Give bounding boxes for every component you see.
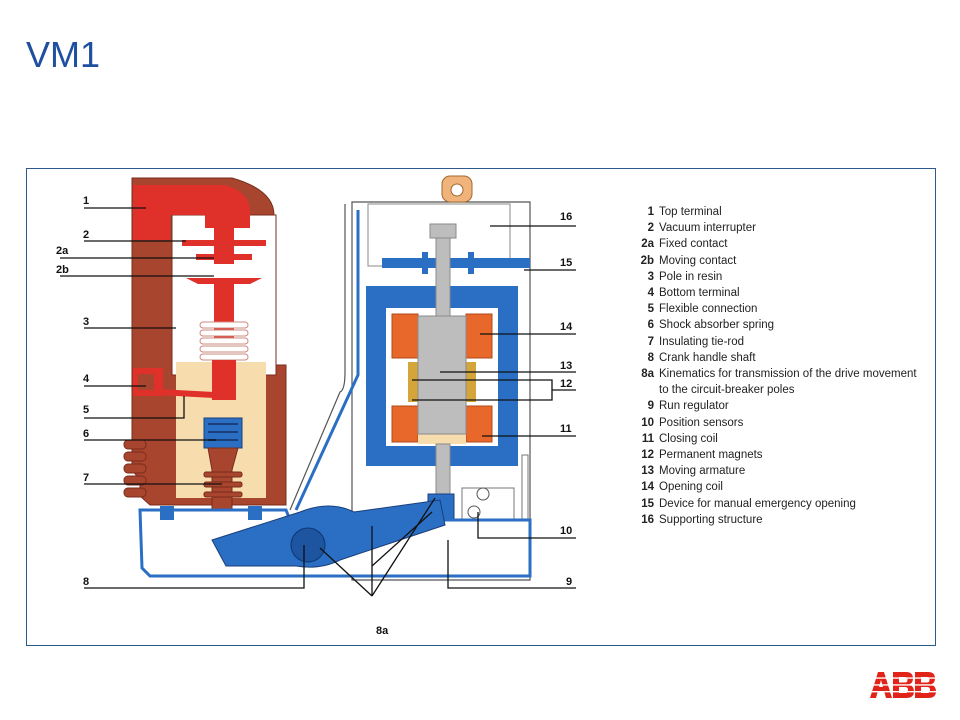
callout-10: 10: [560, 525, 572, 537]
pole-assembly: [123, 177, 287, 561]
callout-8a: 8a: [376, 625, 389, 637]
resin-ribs: [123, 439, 147, 498]
callout-16: 16: [560, 211, 572, 223]
callout-13: 13: [560, 360, 572, 372]
callout-9: 9: [566, 576, 572, 588]
callout-4: 4: [83, 373, 90, 385]
sensor-roller-1: [476, 487, 490, 501]
opening-coil: [391, 313, 493, 359]
closing-coil: [391, 405, 493, 443]
shaft-cap: [429, 223, 457, 239]
structure-blue-edge: [294, 210, 360, 511]
callout-7: 7: [83, 472, 89, 484]
actuator-shaft-lower: [435, 443, 451, 495]
crank-handle-shaft: [290, 527, 326, 563]
armature-base: [418, 432, 466, 444]
fixed-contact-plate: [196, 254, 252, 260]
callout-15: 15: [560, 257, 572, 269]
fixed-contact: [182, 240, 266, 246]
callout-1: 1: [83, 195, 89, 207]
callout-2b: 2b: [56, 264, 69, 276]
diagram-frame: [26, 168, 936, 646]
callout-2a: 2a: [56, 245, 69, 257]
fixed-contact-stem: [214, 212, 234, 264]
sensor-roller-2: [467, 505, 481, 519]
emergency-bar-clip-right: [468, 252, 474, 274]
structure-left-edge: [289, 204, 346, 511]
bottom-terminal-block: [138, 374, 154, 390]
moving-armature: [417, 315, 467, 435]
moving-stem-lower: [212, 360, 236, 400]
emergency-bar-clip-left: [422, 252, 428, 274]
tie-rod-ribs: [203, 471, 243, 498]
bellows: [199, 321, 249, 361]
callout-14: 14: [560, 321, 573, 333]
manual-emergency-opening-device: [382, 258, 530, 268]
actuator-shaft: [435, 231, 451, 317]
leader-lines: [60, 207, 576, 597]
callout-12: 12: [560, 378, 572, 390]
callout-5: 5: [83, 404, 89, 416]
page-title: VM1: [26, 34, 101, 75]
callout-3: 3: [83, 316, 89, 328]
callout-11: 11: [560, 423, 572, 435]
callout-2: 2: [83, 229, 89, 241]
callout-6: 6: [83, 428, 89, 440]
callout-labels: 1 2 2a 2b 3 4 5 6 7 8 8a 9 10 11 12 13 1…: [56, 195, 573, 637]
permanent-magnets: [408, 362, 476, 402]
base-feet: [160, 506, 262, 520]
top-lug-hole: [450, 183, 464, 197]
callout-8: 8: [83, 576, 89, 588]
abb-logo: [870, 672, 936, 698]
flexible-connection: [157, 389, 215, 398]
